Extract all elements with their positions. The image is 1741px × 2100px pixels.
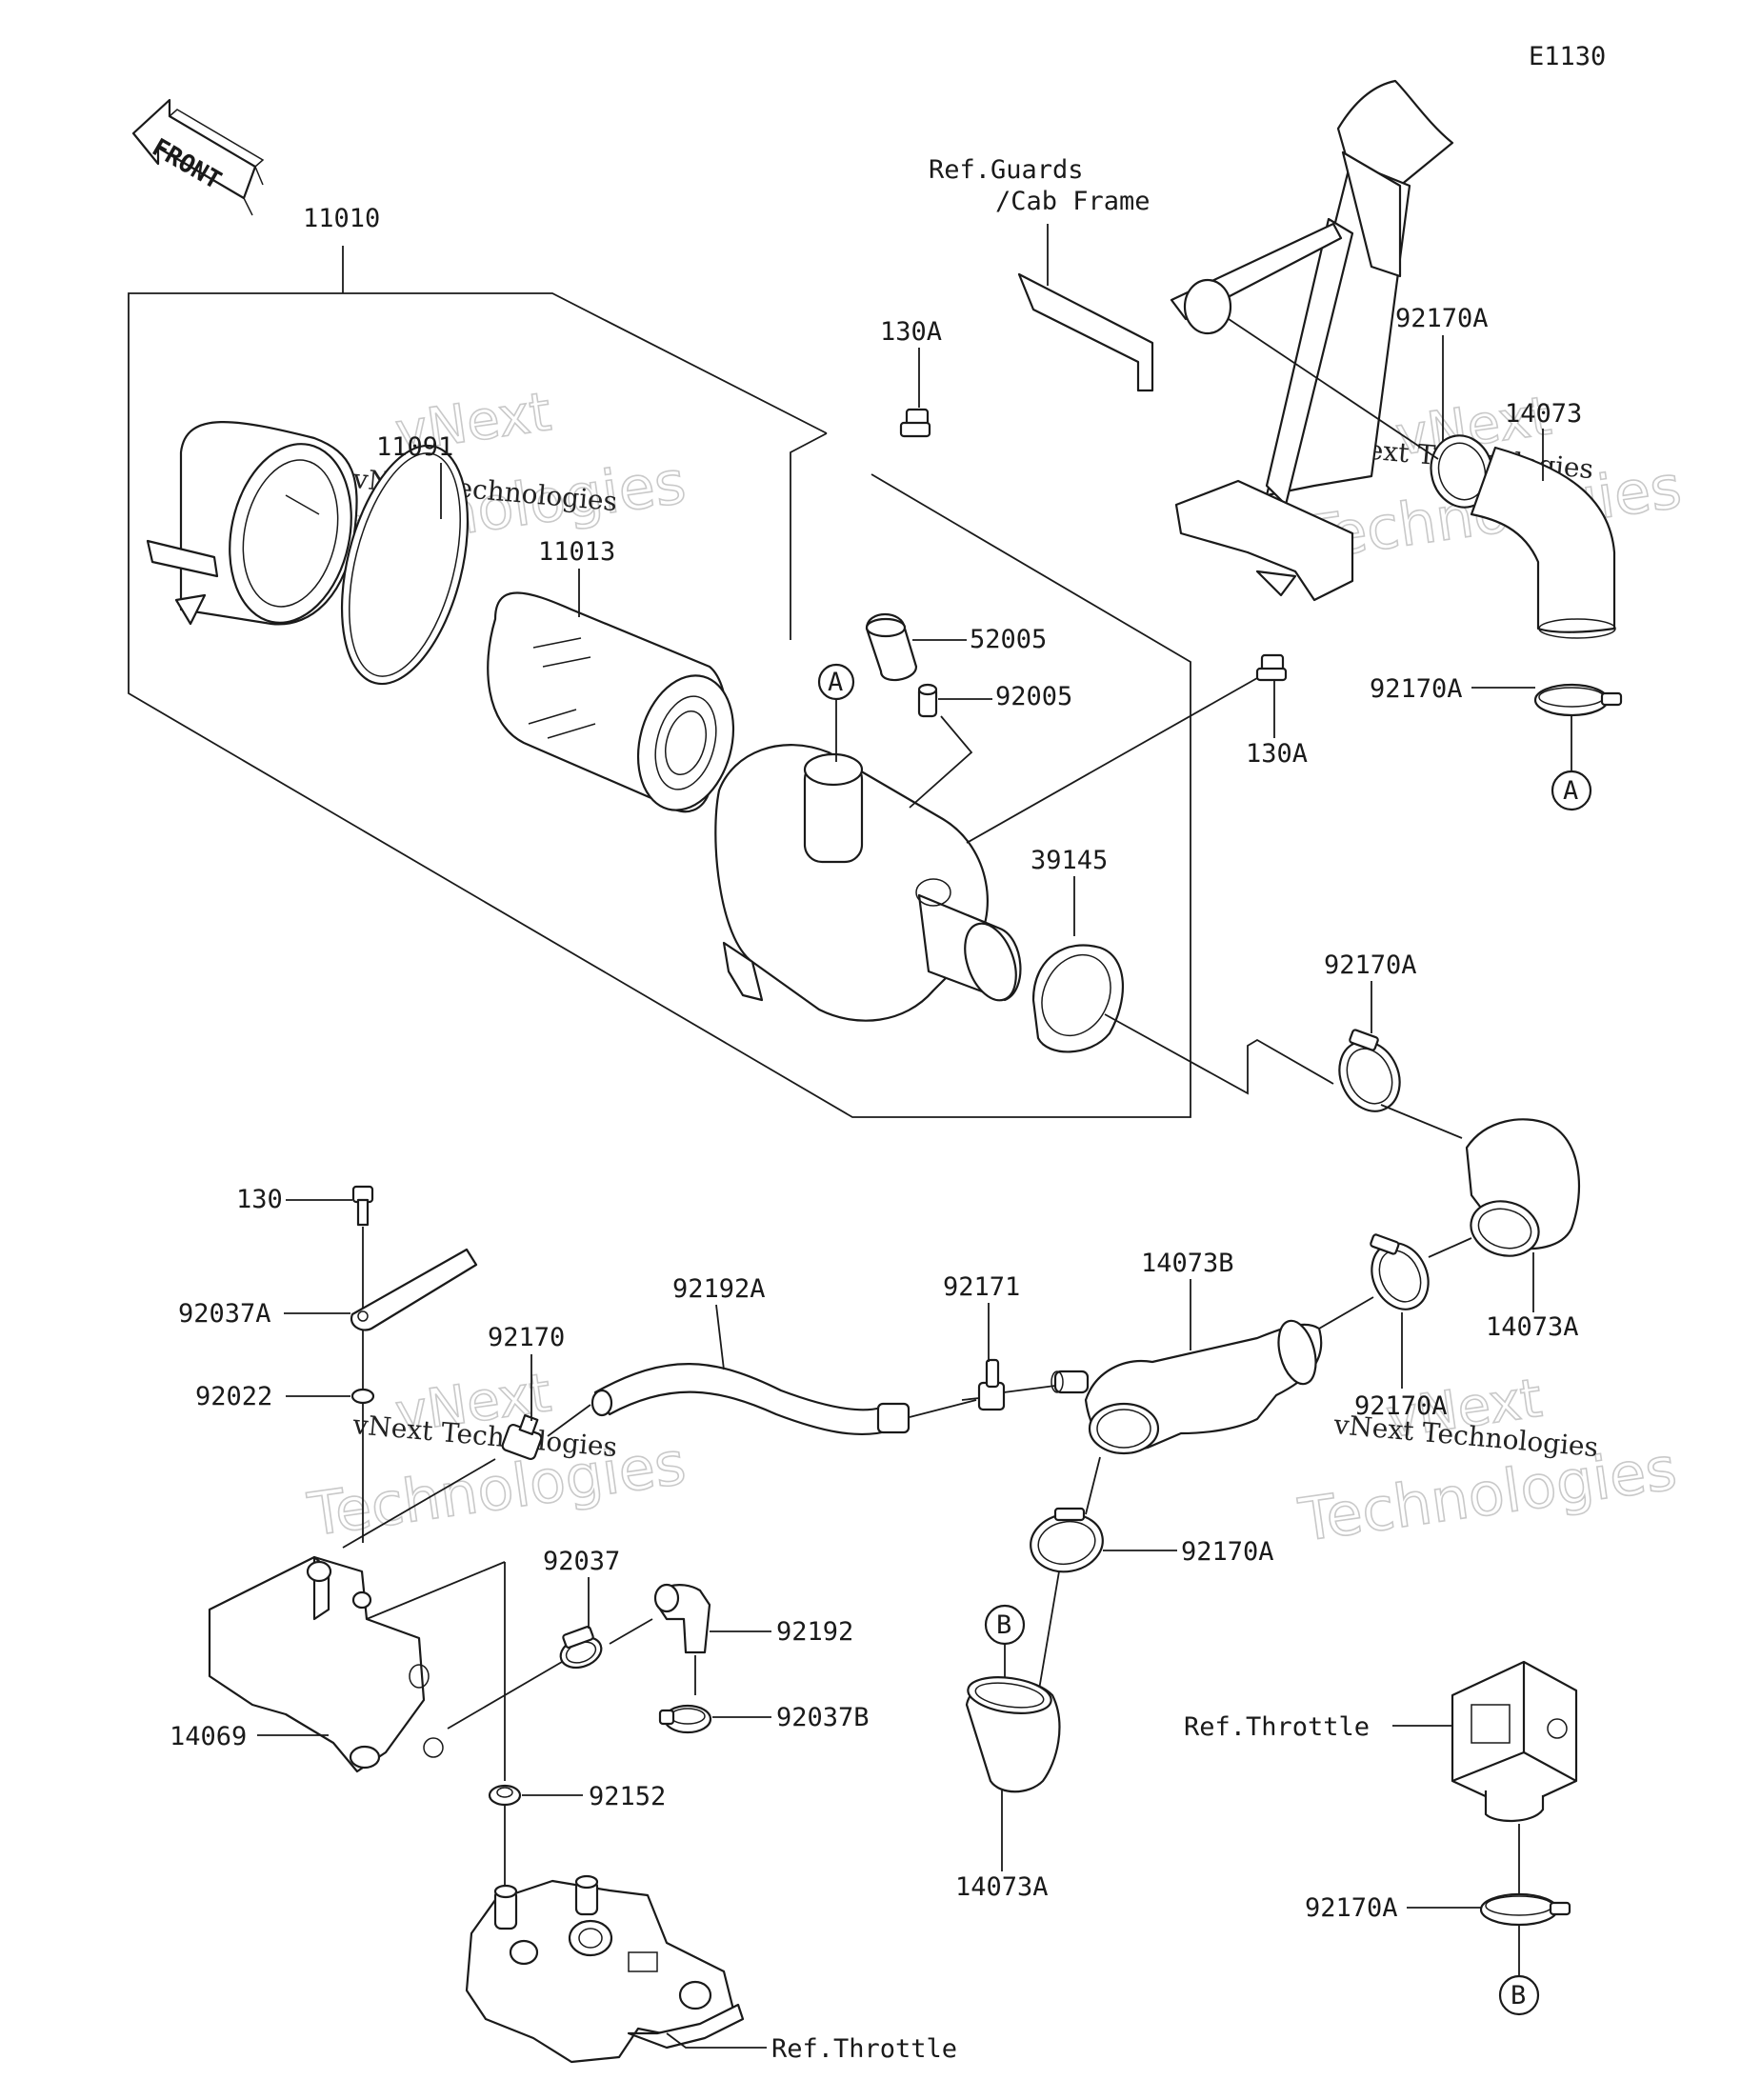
label-11091: 11091 (376, 432, 453, 462)
label-130a-right: 130A (1246, 739, 1308, 769)
nipple-92005 (917, 683, 938, 718)
label-92192a: 92192A (672, 1274, 766, 1304)
air-cleaner-case (714, 744, 1022, 1022)
label-14069: 14069 (170, 1722, 247, 1751)
callout-b-bottom-text: B (1511, 1981, 1526, 2010)
callout-a-top-text: A (828, 668, 843, 697)
label-39145: 39145 (1031, 846, 1108, 875)
callout-b-bottom (1498, 1974, 1540, 2016)
washer-92022 (350, 1388, 375, 1405)
label-92171: 92171 (943, 1272, 1020, 1302)
duct-39145 (1031, 944, 1125, 1053)
clamp-92170a-5 (1030, 1507, 1104, 1573)
label-92152: 92152 (589, 1782, 666, 1811)
throttle-body-left (465, 1874, 745, 2064)
leader-39145-to-92170a (1104, 1013, 1334, 1095)
hose-14073a-2 (965, 1676, 1061, 1793)
ref-guards-line-2: /Cab Frame (995, 187, 1151, 216)
ref-throttle-1: Ref.Throttle (1184, 1712, 1370, 1742)
strap-92037a (350, 1248, 478, 1331)
hose-92192a (590, 1363, 911, 1436)
hose-14073 (1470, 446, 1616, 639)
label-130: 130 (236, 1185, 283, 1214)
leader-92005 (909, 715, 973, 809)
grommet-92152 (488, 1784, 522, 1807)
label-92170a-3: 92170A (1324, 950, 1417, 980)
clamp-92170a-4 (1370, 1233, 1430, 1310)
label-92170a-1: 92170A (1395, 304, 1489, 333)
cab-frame (1017, 79, 1454, 602)
air-cleaner-cover (146, 421, 358, 626)
label-92037: 92037 (543, 1547, 620, 1576)
label-92037a: 92037A (178, 1299, 271, 1329)
callout-a-right (1551, 770, 1592, 811)
ref-guards-line-1: Ref.Guards (929, 155, 1084, 185)
bolt-130a-top (899, 408, 931, 438)
label-92170: 92170 (488, 1323, 565, 1352)
callout-a-right-text: A (1563, 776, 1578, 806)
label-11010: 11010 (303, 204, 380, 233)
clamp-92170a-6 (1479, 1892, 1571, 1927)
bolt-130a-right (1255, 653, 1288, 682)
label-14073b: 14073B (1141, 1249, 1234, 1278)
o-ring-11091-inner (349, 452, 461, 677)
label-92170a-2: 92170A (1370, 674, 1463, 704)
hose-14073a-1 (1465, 1118, 1581, 1257)
bolt-130 (351, 1185, 374, 1227)
clamp-92170a-1-inner (1437, 442, 1487, 501)
label-14073a-1: 14073A (1486, 1312, 1579, 1342)
hose-92192 (653, 1583, 711, 1654)
throttle-body-right (1451, 1660, 1578, 1823)
bracket-14069 (208, 1555, 444, 1773)
diagram-code: E1130 (1529, 42, 1606, 71)
label-92192: 92192 (776, 1617, 853, 1647)
elbow-14073b (1051, 1319, 1323, 1455)
clamp-92170 (501, 1413, 543, 1461)
label-92037b: 92037B (776, 1703, 870, 1732)
label-92170a-5: 92170A (1181, 1537, 1274, 1567)
callout-b-mid-text: B (996, 1610, 1011, 1640)
label-14073: 14073 (1505, 399, 1582, 429)
grommet-92152-inner (496, 1787, 513, 1798)
clamp-92037 (559, 1626, 603, 1670)
label-14073a-2: 14073A (955, 1872, 1049, 1902)
label-92170a-4: 92170A (1354, 1391, 1448, 1421)
clamp-92170a-2 (1533, 683, 1623, 717)
front-arrow-icon: FRONT (131, 98, 265, 216)
label-52005: 52005 (970, 625, 1047, 654)
label-92170a-6: 92170A (1305, 1893, 1398, 1923)
label-130a-top: 130A (880, 317, 942, 347)
ref-throttle-2: Ref.Throttle (771, 2034, 957, 2064)
assembly-frame-11010 (128, 246, 1191, 1118)
air-filter-element-11013 (487, 591, 735, 813)
label-92022: 92022 (195, 1382, 272, 1411)
clip-92171 (977, 1358, 1006, 1411)
clamp-92170a-3 (1338, 1029, 1401, 1112)
label-11013: 11013 (538, 537, 615, 567)
clamp-92037b (658, 1704, 712, 1734)
cap-52005 (865, 613, 918, 682)
label-92005: 92005 (995, 682, 1072, 711)
